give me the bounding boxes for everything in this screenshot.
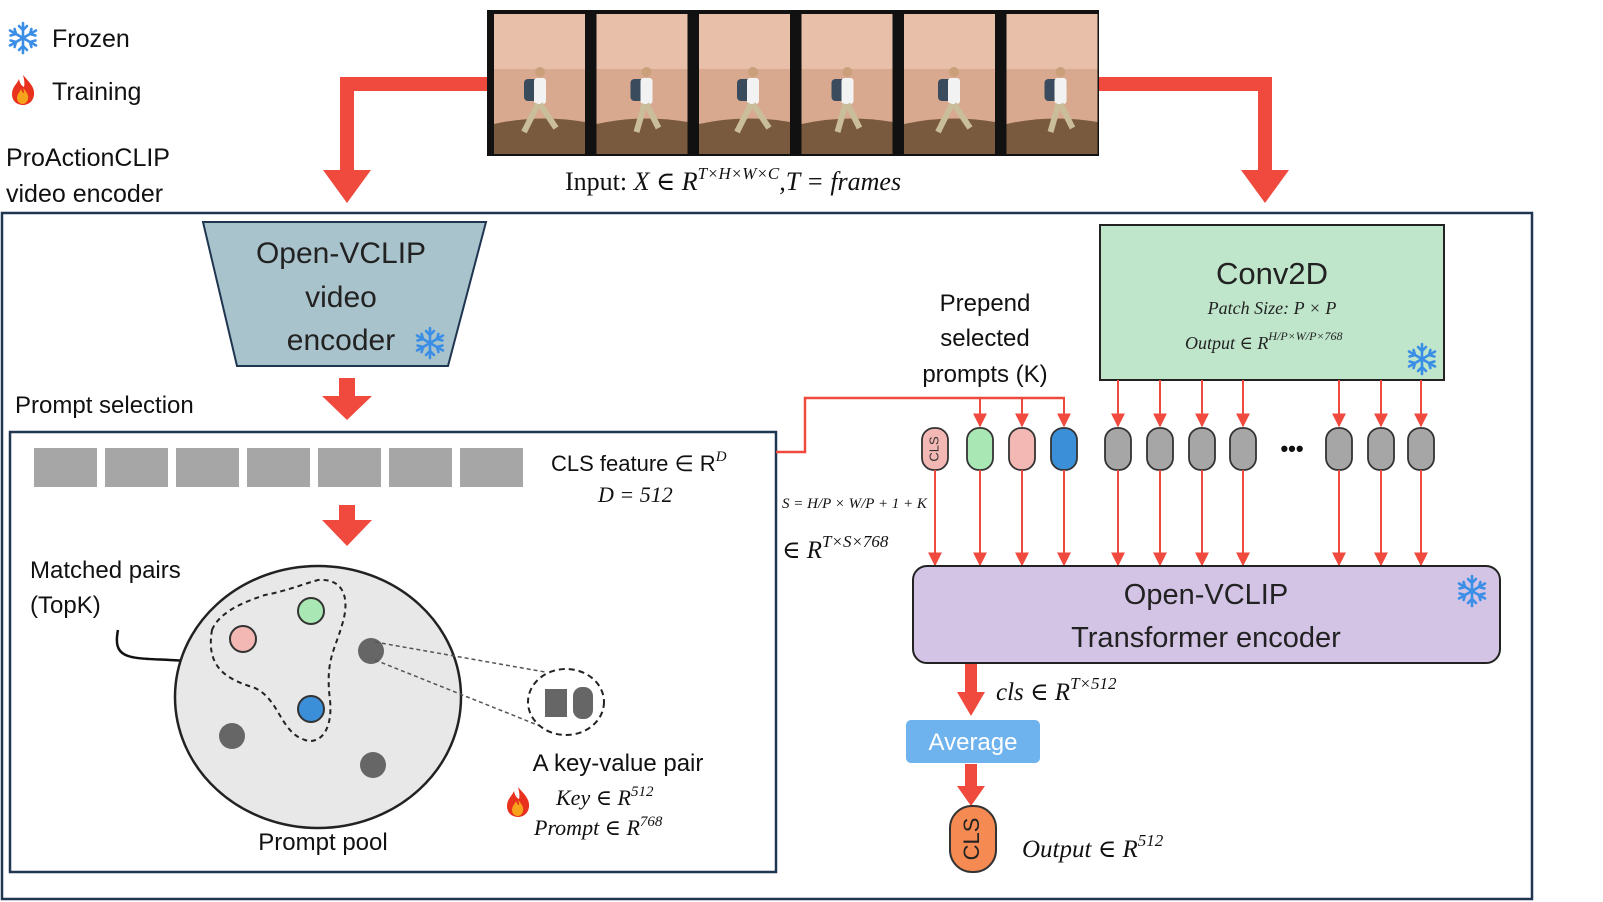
matched-pairs-line1: Matched pairs (30, 557, 181, 584)
patch-token (1146, 427, 1174, 471)
prompt-grey-2 (219, 723, 245, 749)
prepend-line2: selected (940, 325, 1029, 352)
frozen-snowflake-icon (8, 21, 38, 55)
arrow-to-prompt-selection (322, 378, 372, 420)
key-square (545, 689, 567, 717)
input-formula: Input: X ∈ RT×H×W×C,T = frames (565, 164, 901, 196)
svg-text:Open-VCLIP: Open-VCLIP (1124, 579, 1288, 611)
patch-token (1325, 427, 1353, 471)
svg-text:encoder: encoder (287, 324, 395, 357)
key-formula: Key ∈ R512 (555, 784, 654, 810)
video-frame (699, 14, 790, 154)
final-cls-token: CLS (949, 805, 997, 873)
cls-feature-token (247, 448, 310, 487)
prompt-pool (173, 564, 463, 830)
key-value-title: A key-value pair (533, 750, 704, 777)
s-formula: S = H/P × W/P + 1 + K (782, 496, 928, 512)
training-flame-icon (12, 75, 35, 105)
prompt-blue (297, 695, 325, 723)
prompt-connector-line (776, 396, 1065, 454)
cls-feature-token (34, 448, 97, 487)
cls-feature-token (318, 448, 381, 487)
average-block: Average (906, 720, 1040, 763)
cls-token-label: CLS (926, 436, 941, 462)
matched-pairs-line2: (TopK) (30, 592, 101, 619)
arrow-to-final-cls (957, 764, 985, 806)
prompt-pink (229, 625, 257, 653)
prompt-green (297, 597, 325, 625)
svg-text:Conv2D: Conv2D (1216, 256, 1328, 291)
patch-token (1229, 427, 1257, 471)
cls-feature-token (176, 448, 239, 487)
prompt-grey-3 (360, 752, 386, 778)
frozen-label: Frozen (52, 25, 130, 53)
prompt-grey-1 (358, 638, 384, 664)
prompt-token (1050, 427, 1078, 471)
prompt-token (966, 427, 994, 471)
video-frame (1006, 14, 1098, 154)
svg-text:CLS: CLS (959, 818, 984, 861)
final-output-formula: Output ∈ R512 (1022, 831, 1164, 863)
svg-text:Output ∈ RH/P×W/P×768: Output ∈ RH/P×W/P×768 (1185, 329, 1343, 353)
sequence-shape: ∈ RT×S×768 (782, 532, 889, 564)
matched-pairs-pointer (115, 629, 210, 670)
cls-feature-tokens (34, 448, 523, 487)
svg-text:Patch Size: P × P: Patch Size: P × P (1207, 298, 1337, 318)
training-flame-icon (507, 787, 530, 817)
conv2d-block: Conv2D Patch Size: P × P Output ∈ RH/P×W… (1099, 224, 1445, 381)
prompt-pool-label: Prompt pool (258, 829, 387, 856)
svg-text:video: video (305, 281, 377, 314)
prompt-selection-box (8, 430, 778, 874)
svg-text:Average: Average (929, 729, 1018, 756)
arrow-to-prompt-pool (322, 505, 372, 546)
cls-output-formula: cls ∈ RT×512 (996, 674, 1117, 706)
title-line1: ProActionCLIP (6, 144, 170, 172)
token-ellipsis: ••• (1280, 436, 1303, 461)
svg-text:Open-VCLIP: Open-VCLIP (256, 237, 426, 270)
input-video-frames (487, 10, 1099, 156)
prompt-token (1008, 427, 1036, 471)
patch-token (1188, 427, 1216, 471)
input-arrow-right (1099, 77, 1289, 203)
svg-text:Transformer encoder: Transformer encoder (1071, 622, 1341, 654)
video-frame (596, 14, 688, 154)
cls-feature-token (389, 448, 452, 487)
cls-feature-label: CLS feature ∈ RD (551, 449, 727, 476)
openvclip-video-encoder: Open-VCLIP video encoder (201, 221, 488, 367)
cls-feature-token (460, 448, 523, 487)
prepend-line3: prompts (K) (922, 361, 1047, 388)
video-frame (801, 14, 893, 154)
patch-token (1407, 427, 1435, 471)
patch-token (1104, 427, 1132, 471)
key-value-pair-zoom (374, 641, 605, 736)
topk-selection-outline (209, 578, 347, 742)
prompt-formula: Prompt ∈ R768 (533, 814, 663, 840)
title-line2: video encoder (6, 180, 163, 208)
dim-label: D = 512 (597, 482, 673, 507)
token-sequence: CLS (921, 380, 1435, 567)
training-label: Training (52, 78, 141, 106)
encoder-frame (0, 211, 1534, 901)
cls-feature-token (105, 448, 168, 487)
arrow-to-average (957, 664, 985, 716)
video-frame (904, 14, 995, 154)
video-frame (494, 14, 585, 154)
prompt-selection-label: Prompt selection (15, 392, 194, 419)
prepend-line1: Prepend (940, 290, 1031, 317)
legend: Frozen Training (8, 21, 141, 106)
prompt-pill (573, 687, 593, 719)
input-arrow-left (323, 77, 487, 203)
openvclip-transformer-encoder: Open-VCLIP Transformer encoder (912, 565, 1501, 664)
patch-token (1367, 427, 1395, 471)
